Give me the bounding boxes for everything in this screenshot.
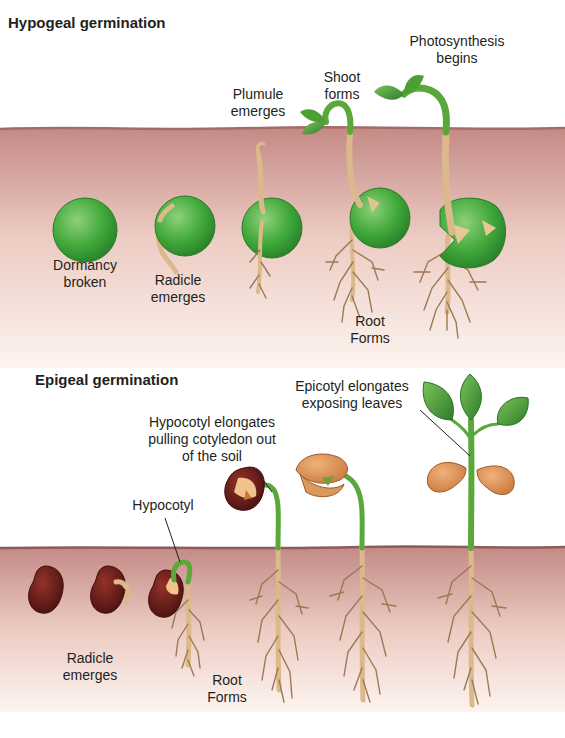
stage-label: Shoot forms	[314, 69, 370, 103]
pea-seedling-photosynthesis-part	[445, 132, 452, 232]
bean-seedling-leaves-part	[438, 566, 506, 704]
pea-seed-plumule	[242, 143, 302, 298]
bean-seedling-hook-part	[250, 570, 308, 702]
leader-line-part	[256, 470, 272, 492]
bean-seedling-cotyledons-part	[332, 474, 362, 549]
bean-seed-hypocotyl-part	[149, 570, 184, 617]
pea-seed-plumule-part	[258, 222, 262, 292]
bean-seedling-leaves	[423, 374, 528, 705]
bean-seedling-leaves-part	[497, 397, 528, 425]
bean-seedling-cotyledons-part	[362, 547, 363, 700]
pea-seedling-photosynthesis-part	[404, 88, 446, 132]
bean-seed-hypocotyl-part	[172, 600, 204, 676]
pea-seed-plumule-part	[242, 198, 302, 258]
pea-seedling-photosynthesis-part	[404, 75, 424, 94]
pea-seedling-shoot-part	[326, 240, 384, 322]
pea-seedling-photosynthesis-part	[374, 86, 404, 100]
pea-seedling-shoot-part	[302, 122, 326, 135]
bean-seed-radicle	[91, 566, 128, 613]
bean-seedling-cotyledons	[296, 454, 396, 702]
leader-line-part	[165, 518, 180, 562]
pea-seed-radicle-part	[160, 206, 172, 220]
soil-band-part	[0, 127, 565, 129]
pea-seed-plumule-part	[257, 143, 264, 152]
bean-seedling-leaves-part	[423, 382, 453, 420]
stage-label: Radicle emerges	[143, 272, 213, 306]
pea-seed-part	[53, 198, 117, 262]
soil-band	[0, 127, 565, 368]
bean-seedling-cotyledons-part	[330, 566, 396, 702]
stage-label: Plumule emerges	[220, 86, 296, 120]
bean-seed-hypocotyl-part	[186, 580, 192, 665]
bean-seedling-cotyledons-part	[322, 476, 334, 486]
bean-seedling-hook-part	[244, 490, 252, 500]
part-label: Hypocotyl	[118, 497, 208, 514]
pea-seedling-shoot-part	[325, 103, 350, 132]
bean-seedling-leaves-part	[477, 466, 514, 495]
pea-seed-radicle	[155, 196, 215, 272]
pea-seedling-photosynthesis	[374, 75, 506, 338]
stage-label: Hypocotyl elongates pulling cotyledon ou…	[141, 414, 283, 464]
stage-label: Epicotyl elongates exposing leaves	[282, 378, 422, 412]
pea-seedling-shoot	[300, 103, 410, 322]
bean-seed-radicle-part	[91, 566, 126, 613]
soil-band-part	[0, 547, 565, 712]
stage-label: Dormancy broken	[45, 257, 125, 291]
bean-seedling-leaves-part	[427, 462, 466, 492]
bean-seedling-leaves-part	[452, 420, 498, 440]
pea-seedling-photosynthesis-part	[482, 220, 496, 236]
pea-seedling-shoot-part	[367, 196, 380, 212]
stage-label: Root Forms	[342, 313, 398, 347]
pea-seedling-shoot-part	[349, 132, 360, 205]
bean-seedling-hook	[225, 467, 308, 702]
soil-band-part	[0, 546, 565, 548]
pea-seed-plumule-part	[258, 152, 263, 212]
bean-seed-hypocotyl-part	[173, 562, 189, 582]
soil-band-part	[0, 128, 565, 368]
bean-seedling-leaves-part	[460, 374, 481, 420]
bean-seed-part	[29, 566, 64, 613]
soil-band	[0, 546, 565, 712]
leader-line-part	[420, 410, 470, 456]
section-heading: Epigeal germination	[35, 371, 295, 389]
pea-seed-radicle-part	[155, 196, 215, 256]
bean-seed	[29, 566, 64, 613]
bean-seed-hypocotyl	[149, 562, 204, 676]
pea-seedling-shoot-part	[300, 109, 326, 122]
stage-label: Radicle emerges	[55, 650, 125, 684]
stage-label: Photosynthesis begins	[402, 33, 512, 67]
pea-seed	[53, 198, 117, 262]
section-heading: Hypogeal germination	[8, 14, 268, 32]
stage-label: Root Forms	[199, 672, 255, 706]
bean-seedling-cotyledons-part	[300, 474, 344, 497]
pea-seed-plumule-part	[250, 250, 270, 298]
bean-seed-radicle-part	[116, 582, 126, 587]
